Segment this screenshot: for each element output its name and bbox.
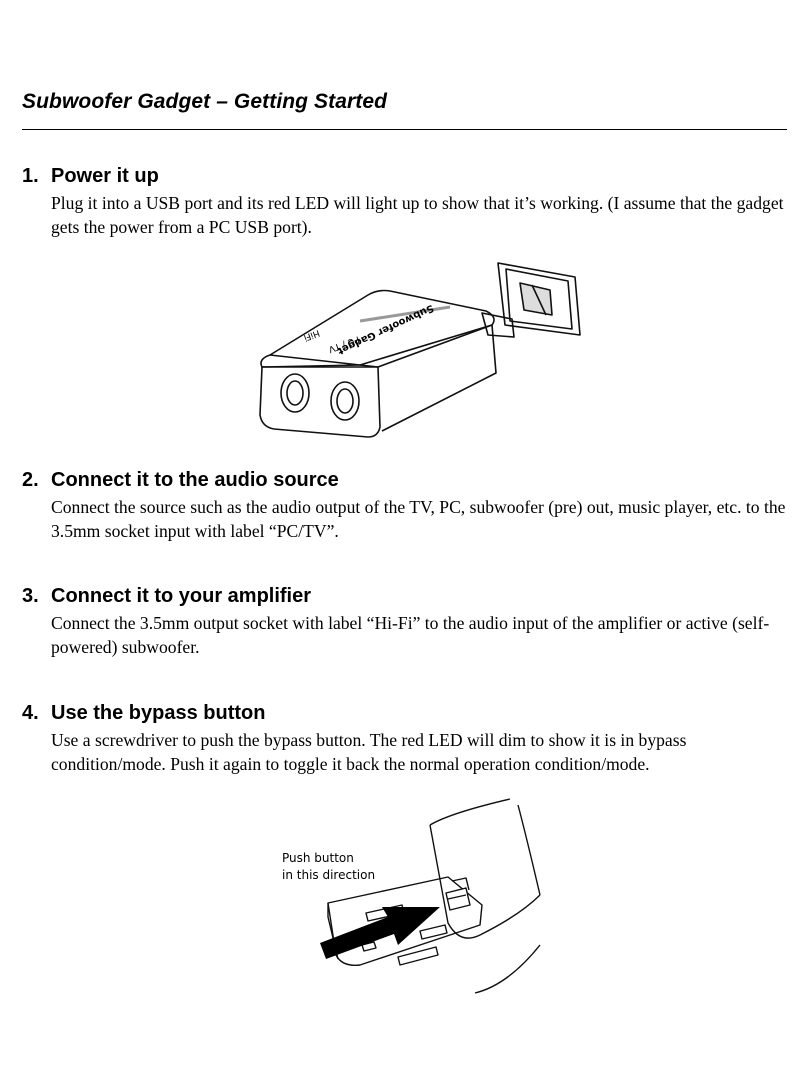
step-1: 1. Power it up Plug it into a USB port a… [22,165,784,239]
button-caption-line2: in this direction [282,868,375,882]
document-title: Subwoofer Gadget – Getting Started [22,90,388,113]
step-2: 2. Connect it to the audio source Connec… [22,469,786,543]
device-brand-label: Subwoofer Gadget [335,302,435,356]
step-3-heading: 3. Connect it to your amplifier [22,585,782,608]
step-4-text: Use a screwdriver to push the bypass but… [51,730,687,774]
step-3-text: Connect the 3.5mm output socket with lab… [51,613,770,657]
step-1-text: Plug it into a USB port and its red LED … [51,193,784,237]
device-output-label: HiFi [302,327,321,342]
step-4-heading: 4. Use the bypass button [22,702,782,725]
step-2-heading: 2. Connect it to the audio source [22,469,782,492]
step-1-number: 1. [22,165,39,187]
usb-gadget-illustration: Subwoofer Gadget PC / TV HiFi [259,262,581,438]
step-2-text: Connect the source such as the audio out… [51,497,786,541]
step-3-title: Connect it to your amplifier [51,585,312,607]
step-1-heading: 1. Power it up [22,165,782,188]
step-3: 3. Connect it to your amplifier Connect … [22,585,782,659]
step-2-title: Connect it to the audio source [51,469,339,491]
step-4-title: Use the bypass button [51,702,266,724]
step-4: 4. Use the bypass button Use a screwdriv… [22,702,782,776]
button-caption-line1: Push button [282,851,354,865]
title-divider [22,129,787,130]
step-4-number: 4. [22,702,39,724]
step-1-title: Power it up [51,165,159,187]
push-direction-arrow-icon [320,907,440,959]
step-3-number: 3. [22,585,39,607]
bypass-button-illustration: Push button in this direction [282,798,541,994]
step-2-number: 2. [22,469,39,491]
